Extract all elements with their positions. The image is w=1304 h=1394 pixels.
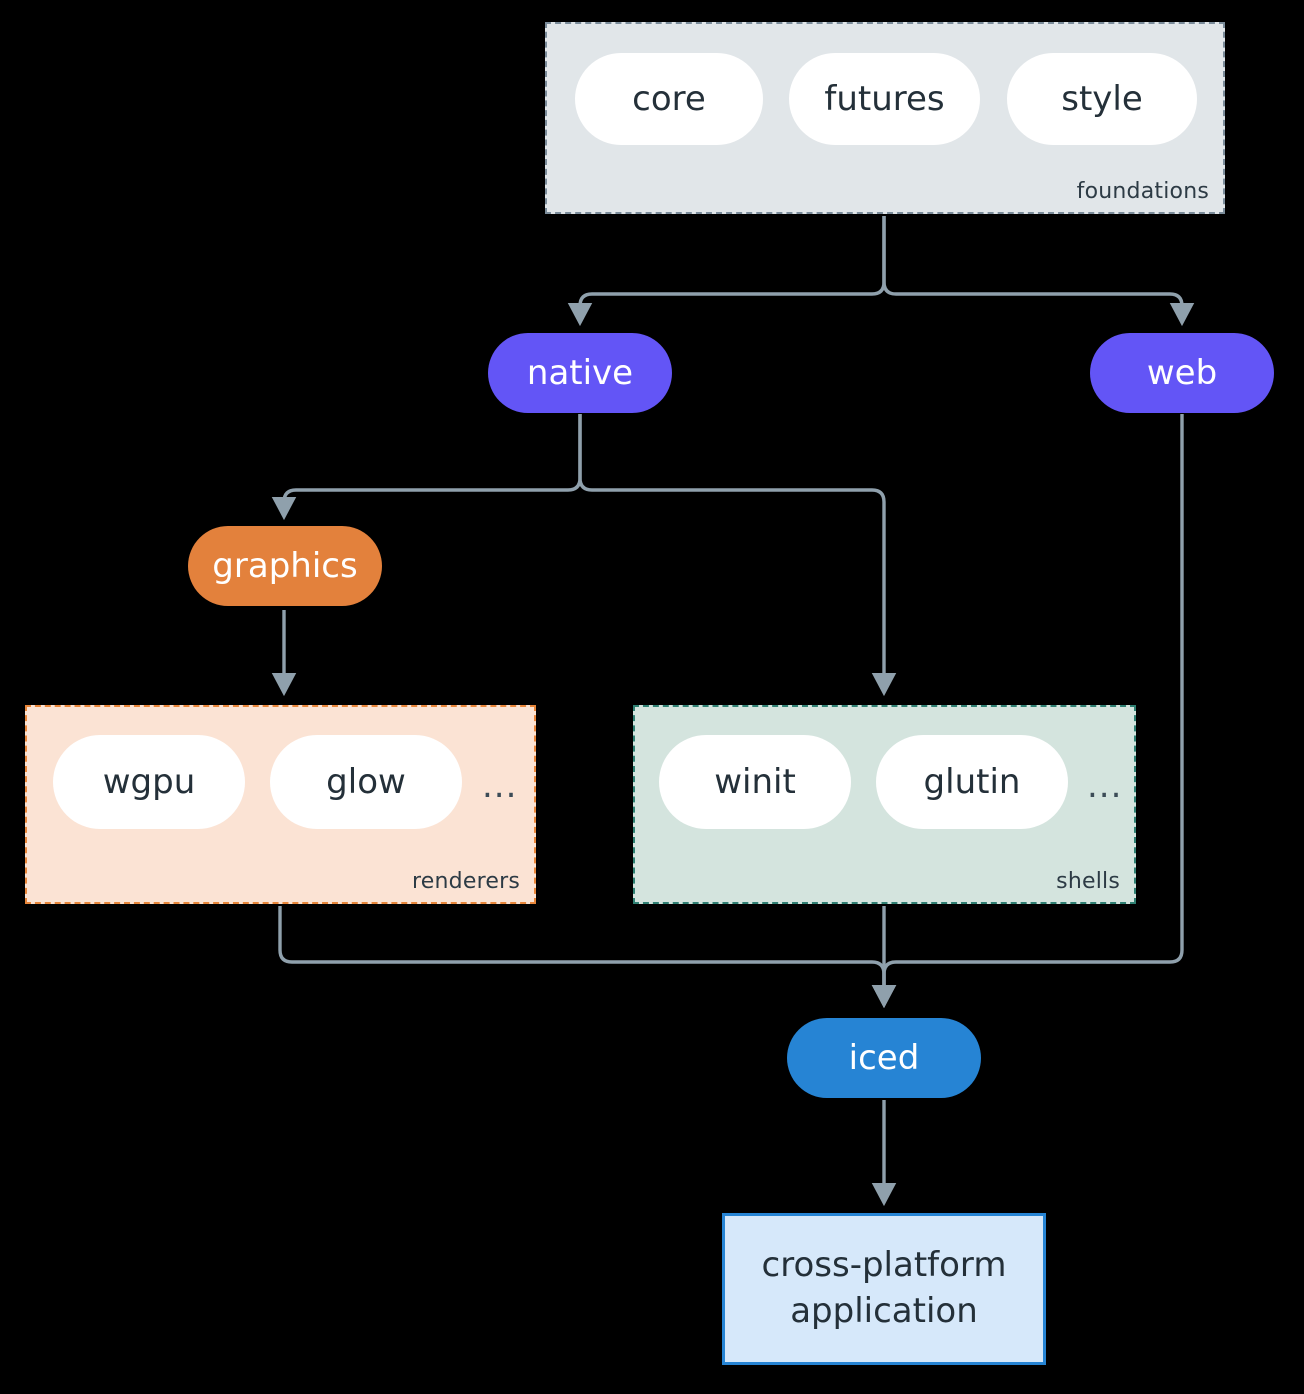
pill-glow[interactable]: glow <box>270 735 462 829</box>
node-graphics[interactable]: graphics <box>188 526 382 606</box>
group-renderers: wgpu glow ... renderers <box>25 705 536 904</box>
pill-winit[interactable]: winit <box>659 735 851 829</box>
group-renderers-label: renderers <box>412 869 520 894</box>
group-foundations-label: foundations <box>1076 179 1209 204</box>
node-iced-label: iced <box>848 1038 920 1078</box>
pill-style[interactable]: style <box>1007 53 1197 145</box>
edge-renderers-to-iced <box>278 906 897 1009</box>
node-native[interactable]: native <box>488 333 672 413</box>
node-web[interactable]: web <box>1090 333 1274 413</box>
pill-core-label: core <box>632 79 706 119</box>
application-line-1: cross-platform <box>761 1245 1007 1286</box>
renderers-more-indicator: ... <box>482 766 518 806</box>
group-shells: winit glutin ... shells <box>633 705 1136 904</box>
pill-glow-label: glow <box>326 762 406 802</box>
pill-wgpu[interactable]: wgpu <box>53 735 245 829</box>
pill-futures-label: futures <box>824 79 945 119</box>
pill-style-label: style <box>1061 79 1143 119</box>
pill-winit-label: winit <box>714 762 796 802</box>
node-iced[interactable]: iced <box>787 1018 981 1098</box>
edge-native-to-shells <box>578 414 897 697</box>
pill-wgpu-label: wgpu <box>102 762 196 802</box>
edge-foundations-to-web <box>882 216 1195 327</box>
edge-foundations-to-native <box>567 216 886 327</box>
application-line-2: application <box>790 1291 978 1331</box>
pill-glutin[interactable]: glutin <box>876 735 1068 829</box>
pill-futures[interactable]: futures <box>789 53 980 145</box>
pill-core[interactable]: core <box>575 53 763 145</box>
group-foundations: core futures style foundations <box>545 22 1225 214</box>
node-graphics-label: graphics <box>212 546 358 586</box>
edge-native-to-graphics <box>271 414 582 521</box>
shells-more-indicator: ... <box>1087 766 1123 806</box>
node-cross-platform-application[interactable]: cross-platform application <box>722 1213 1046 1365</box>
node-web-label: web <box>1146 353 1218 393</box>
node-native-label: native <box>526 353 634 393</box>
group-shells-label: shells <box>1056 869 1120 894</box>
pill-glutin-label: glutin <box>923 762 1021 802</box>
